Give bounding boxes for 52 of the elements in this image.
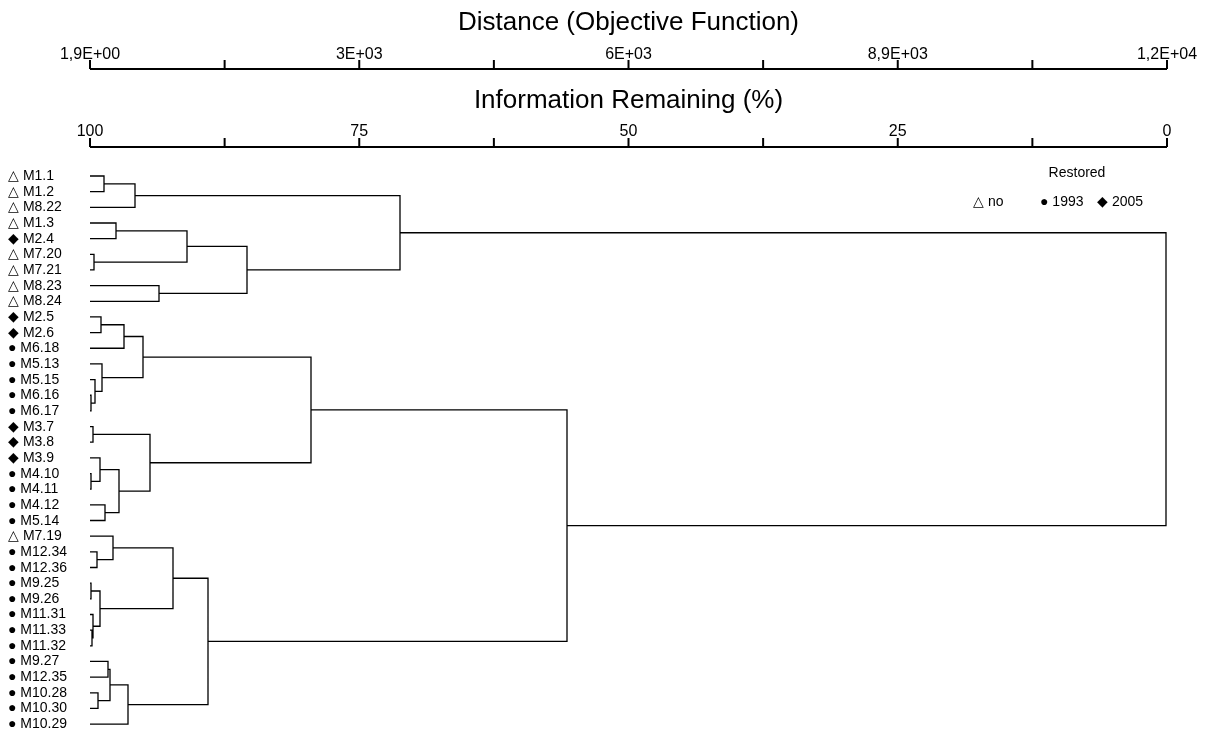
leaf-label: ● M9.26 bbox=[8, 590, 60, 605]
leaf-label: ● M11.33 bbox=[8, 622, 66, 637]
leaf-label: △ M7.20 bbox=[8, 246, 62, 261]
leaf-label: ◆ M2.6 bbox=[8, 324, 54, 339]
tick-label: 75 bbox=[350, 123, 369, 139]
leaf-label: ◆ M3.8 bbox=[8, 434, 54, 449]
leaf-label: △ M1.1 bbox=[8, 168, 54, 182]
leaf-label: ● M6.17 bbox=[8, 402, 60, 417]
leaf-label: △ M8.23 bbox=[8, 277, 62, 292]
leaf-label: ● M9.25 bbox=[8, 575, 60, 590]
tick-label: 100 bbox=[76, 123, 104, 139]
leaf-label: ● M12.36 bbox=[8, 559, 68, 574]
tick-label: 1,9E+00 bbox=[59, 46, 121, 62]
axis-title: Information Remaining (%) bbox=[473, 86, 784, 112]
leaf-label: ● M12.34 bbox=[8, 543, 68, 558]
leaf-label: △ M1.3 bbox=[8, 214, 54, 229]
leaf-label: ● M5.15 bbox=[8, 371, 60, 386]
legend-entry: ● 1993 bbox=[1040, 194, 1084, 208]
tick-label: 0 bbox=[1162, 123, 1172, 139]
leaf-label: ● M10.29 bbox=[8, 716, 68, 731]
leaf-label: ◆ M3.9 bbox=[8, 449, 54, 464]
leaf-label: ● M10.30 bbox=[8, 700, 68, 715]
leaf-label: △ M7.19 bbox=[8, 528, 62, 543]
leaf-label: ● M4.11 bbox=[8, 481, 59, 496]
tick-label: 1,2E+04 bbox=[1136, 46, 1198, 62]
leaf-label: ● M9.27 bbox=[8, 653, 60, 668]
leaf-label: ◆ M3.7 bbox=[8, 418, 54, 433]
tick-label: 50 bbox=[619, 123, 638, 139]
leaf-label: ● M11.32 bbox=[8, 637, 66, 652]
leaf-label: ● M10.28 bbox=[8, 684, 68, 699]
leaf-label: ● M6.18 bbox=[8, 340, 60, 355]
legend-entry: △ no bbox=[973, 194, 1004, 208]
leaf-label: ◆ M2.4 bbox=[8, 230, 54, 245]
legend-title: Restored bbox=[1048, 165, 1106, 179]
leaf-label: ● M4.12 bbox=[8, 496, 60, 511]
leaf-label: △ M7.21 bbox=[8, 261, 62, 276]
leaf-label: ● M11.31 bbox=[8, 606, 66, 621]
tick-label: 3E+03 bbox=[335, 46, 383, 62]
leaf-label: △ M8.24 bbox=[8, 293, 62, 308]
tick-label: 25 bbox=[888, 123, 907, 139]
tick-label: 6E+03 bbox=[605, 46, 652, 62]
leaf-label: ● M4.10 bbox=[8, 465, 60, 480]
leaf-label: △ M8.22 bbox=[8, 199, 62, 214]
leaf-label: ◆ M2.5 bbox=[8, 308, 54, 323]
leaf-label: ● M5.13 bbox=[8, 355, 60, 370]
leaf-label: △ M1.2 bbox=[8, 183, 54, 198]
leaf-label: ● M6.16 bbox=[8, 387, 60, 402]
tick-label: 8,9E+03 bbox=[867, 46, 928, 62]
legend-entry: ◆ 2005 bbox=[1097, 194, 1144, 208]
leaf-label: ● M12.35 bbox=[8, 669, 68, 684]
leaf-label: ● M5.14 bbox=[8, 512, 60, 527]
axis-title: Distance (Objective Function) bbox=[458, 8, 799, 34]
